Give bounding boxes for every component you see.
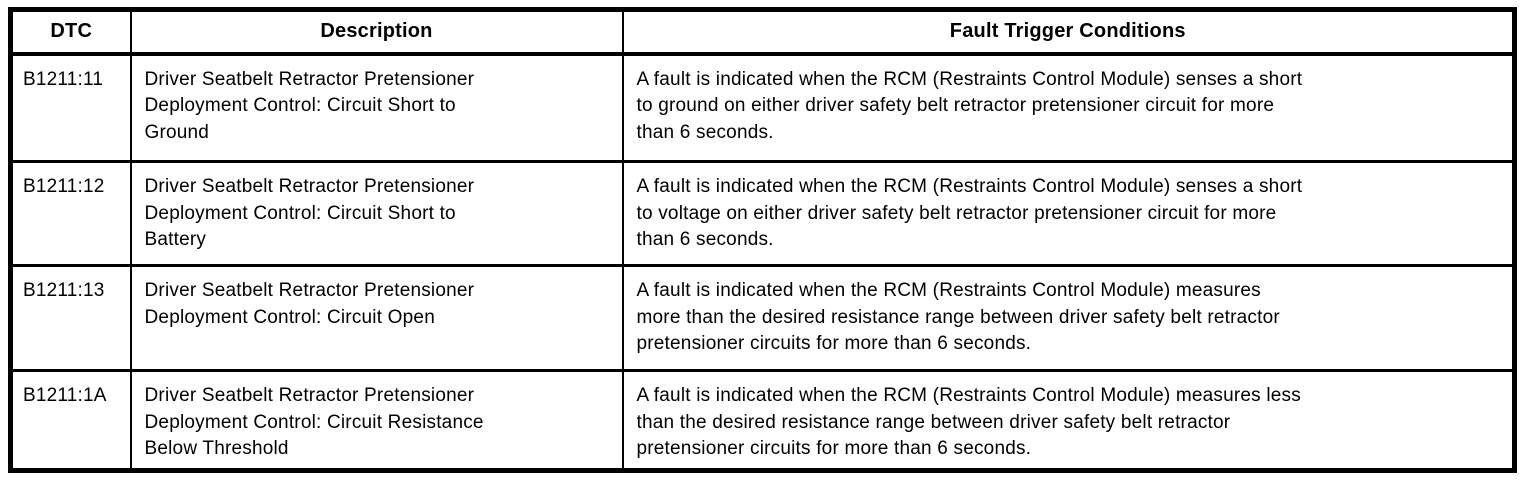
header-description: Description [129, 8, 624, 56]
header-fault-trigger-conditions: Fault Trigger Conditions [621, 8, 1516, 56]
dtc-code: B1211:11 [9, 52, 132, 163]
description-line: Driver Seatbelt Retractor Pretensioner [144, 176, 475, 197]
fault-line: pretensioner circuits for more than 6 se… [636, 333, 1032, 354]
description-line: Deployment Control: Circuit Short to [144, 202, 456, 224]
description-line: Driver Seatbelt Retractor Pretensioner [144, 280, 475, 301]
description-line: Deployment Control: Circuit Short to [144, 95, 456, 116]
fault-conditions-cell: A fault is indicated when the RCM (Restr… [621, 52, 1516, 163]
fault-line: more than the desired resistance range b… [636, 306, 1280, 328]
fault-line: A fault is indicated when the RCM (Restr… [636, 68, 1303, 90]
fault-conditions-cell: A fault is indicated when the RCM (Restr… [621, 264, 1516, 372]
table-row: B1211:1A Driver Seatbelt Retractor Prete… [9, 369, 1516, 472]
description-cell: Driver Seatbelt Retractor Pretensioner D… [129, 264, 624, 372]
fault-line: A fault is indicated when the RCM (Restr… [636, 280, 1261, 301]
table-header-row: DTC Description Fault Trigger Conditions [9, 8, 1516, 56]
description-line: Ground [144, 121, 210, 143]
fault-line: pretensioner circuits for more than 6 se… [636, 438, 1032, 459]
description-line: Below Threshold [144, 438, 289, 459]
fault-line: than 6 seconds. [636, 121, 774, 143]
fault-line: to voltage on either driver safety belt … [636, 202, 1277, 224]
description-cell: Driver Seatbelt Retractor Pretensioner D… [129, 52, 624, 163]
fault-conditions-cell: A fault is indicated when the RCM (Restr… [621, 160, 1516, 267]
fault-line: to ground on either driver safety belt r… [636, 95, 1275, 116]
description-cell: Driver Seatbelt Retractor Pretensioner D… [129, 369, 624, 472]
dtc-code: B1211:13 [9, 264, 132, 372]
description-line: Deployment Control: Circuit Resistance [144, 411, 484, 433]
fault-line: A fault is indicated when the RCM (Restr… [636, 385, 1301, 406]
fault-conditions-cell: A fault is indicated when the RCM (Restr… [621, 369, 1516, 472]
fault-line: than 6 seconds. [636, 229, 774, 250]
description-line: Driver Seatbelt Retractor Pretensioner [144, 385, 475, 406]
table-row: B1211:13 Driver Seatbelt Retractor Prete… [9, 264, 1516, 372]
dtc-code: B1211:12 [9, 160, 132, 267]
description-line: Driver Seatbelt Retractor Pretensioner [144, 68, 475, 90]
table-row: B1211:12 Driver Seatbelt Retractor Prete… [9, 160, 1516, 267]
header-dtc: DTC [9, 8, 132, 56]
description-cell: Driver Seatbelt Retractor Pretensioner D… [129, 160, 624, 267]
fault-line: A fault is indicated when the RCM (Restr… [636, 176, 1303, 197]
table-row: B1211:11 Driver Seatbelt Retractor Prete… [9, 52, 1516, 163]
dtc-code: B1211:1A [9, 369, 132, 472]
fault-line: than the desired resistance range betwee… [636, 411, 1231, 433]
description-line: Deployment Control: Circuit Open [144, 306, 435, 328]
dtc-fault-table: DTC Description Fault Trigger Conditions… [8, 7, 1517, 473]
description-line: Battery [144, 229, 207, 250]
